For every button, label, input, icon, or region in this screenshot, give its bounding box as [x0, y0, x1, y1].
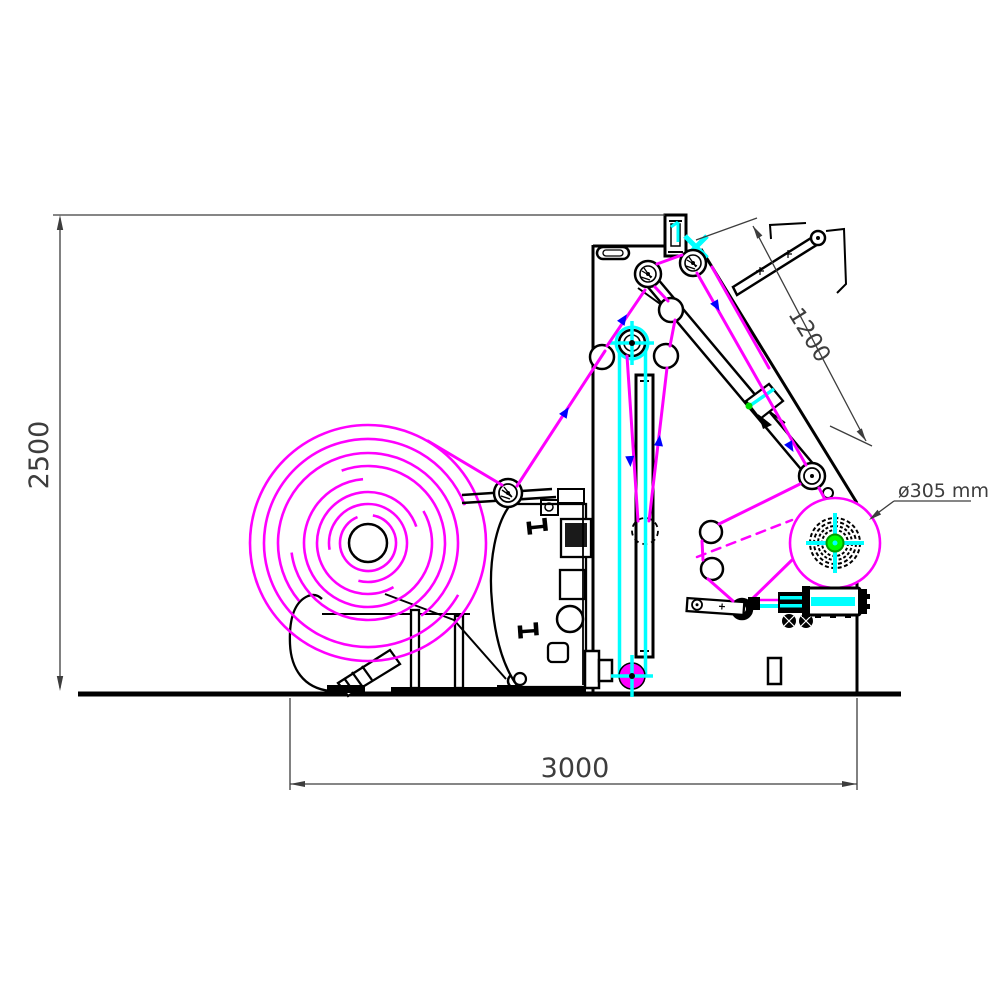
diameter-callout: ø305 mm	[869, 480, 989, 520]
frame-top-slot	[595, 245, 631, 261]
festoon-bottom-pulley	[611, 655, 653, 697]
rewind-roll	[788, 496, 882, 590]
guide-rollers	[492, 248, 834, 621]
web-path	[426, 253, 830, 603]
roller-a	[633, 259, 663, 289]
dimension-2500: 2500	[24, 214, 665, 691]
damper-green-marker	[745, 402, 753, 410]
diameter-label: ø305 mm	[898, 480, 989, 502]
frame-inner-slot	[766, 656, 783, 686]
frame-foot-bracket	[583, 649, 601, 690]
rewind-roller-2	[699, 556, 725, 582]
roller-c	[657, 296, 685, 324]
roll-core	[347, 522, 389, 564]
dimension-1200-label: 1200	[783, 304, 836, 368]
dimension-2500-label: 2500	[24, 421, 55, 490]
top-hook-arm	[731, 222, 848, 297]
roller-f	[652, 342, 680, 370]
dimension-3000-label: 3000	[541, 753, 610, 784]
unwind-roll	[248, 423, 488, 663]
motor-gears	[782, 614, 813, 628]
machine-frame	[583, 213, 859, 693]
web-direction-arrows	[559, 299, 794, 467]
rewind-roller-1	[698, 519, 724, 545]
lay-on-bracket	[685, 596, 746, 617]
mast-end-roller	[797, 461, 827, 491]
web-path-dashed	[695, 518, 794, 559]
roller-b	[678, 248, 708, 278]
dimension-3000: 3000	[289, 698, 858, 790]
print-unit-body	[461, 487, 593, 689]
festoon-belt	[610, 321, 659, 697]
festoon-top-roller	[610, 321, 654, 365]
rewind-drive-motor	[748, 586, 870, 628]
top-bracket	[663, 213, 688, 258]
